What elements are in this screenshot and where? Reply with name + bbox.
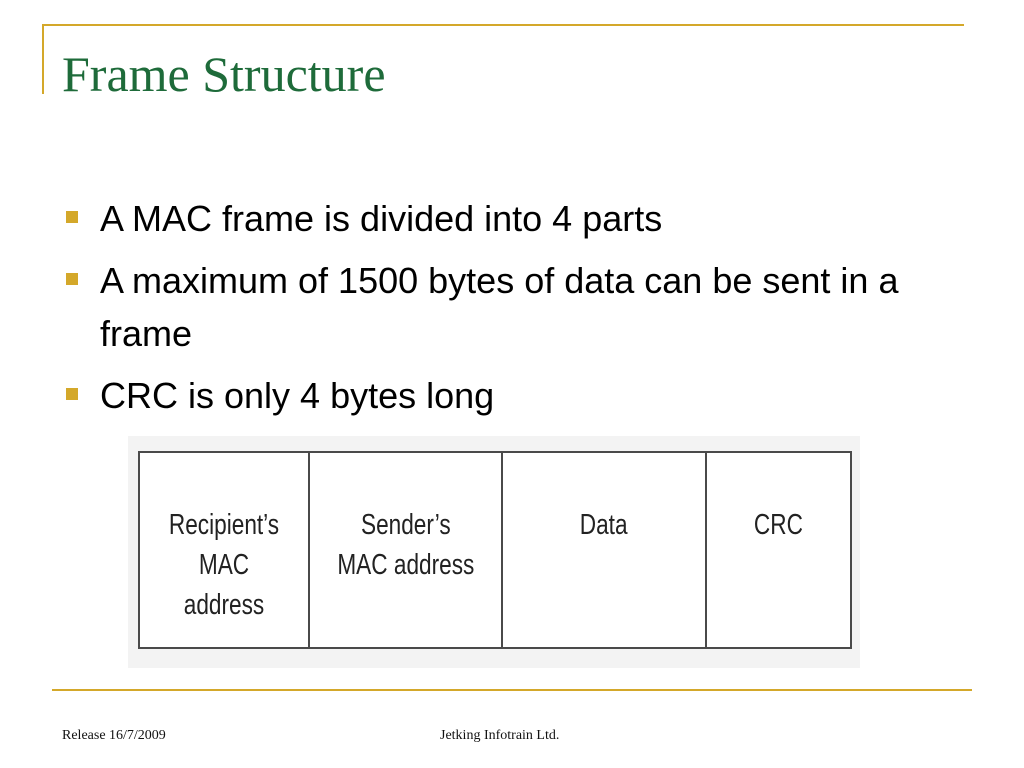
bullet-text: CRC is only 4 bytes long (100, 375, 495, 416)
footer-company-name: Jetking Infotrain Ltd. (440, 728, 560, 743)
slide-title: Frame Structure (62, 46, 386, 102)
footer-accent-rule (52, 689, 972, 691)
frame-field-sender-mac: Sender’s MAC address (310, 453, 503, 647)
frame-field-label: Sender’s MAC address (336, 509, 475, 581)
bullet-text: A maximum of 1500 bytes of data can be s… (100, 260, 899, 354)
square-bullet-icon (66, 211, 78, 223)
bullet-item: CRC is only 4 bytes long (64, 369, 944, 422)
bullet-item: A MAC frame is divided into 4 parts (64, 192, 944, 245)
frame-field-label: CRC (753, 509, 804, 541)
footer-release-date: Release 16/7/2009 (62, 728, 166, 743)
bullet-item: A maximum of 1500 bytes of data can be s… (64, 254, 944, 360)
frame-field-label: Data (580, 509, 628, 541)
frame-field-crc: CRC (707, 453, 850, 647)
top-accent-rule (42, 24, 964, 26)
bullet-text: A MAC frame is divided into 4 parts (100, 198, 663, 239)
left-accent-rule (42, 24, 44, 94)
frame-field-data: Data (503, 453, 707, 647)
square-bullet-icon (66, 273, 78, 285)
square-bullet-icon (66, 388, 78, 400)
frame-field-recipient-mac: Recipient’s MAC address (140, 453, 310, 647)
bullet-list: A MAC frame is divided into 4 parts A ma… (64, 192, 944, 431)
mac-frame-diagram: Recipient’s MAC address Sender’s MAC add… (138, 451, 852, 649)
frame-field-label: Recipient’s MAC address (168, 509, 280, 621)
